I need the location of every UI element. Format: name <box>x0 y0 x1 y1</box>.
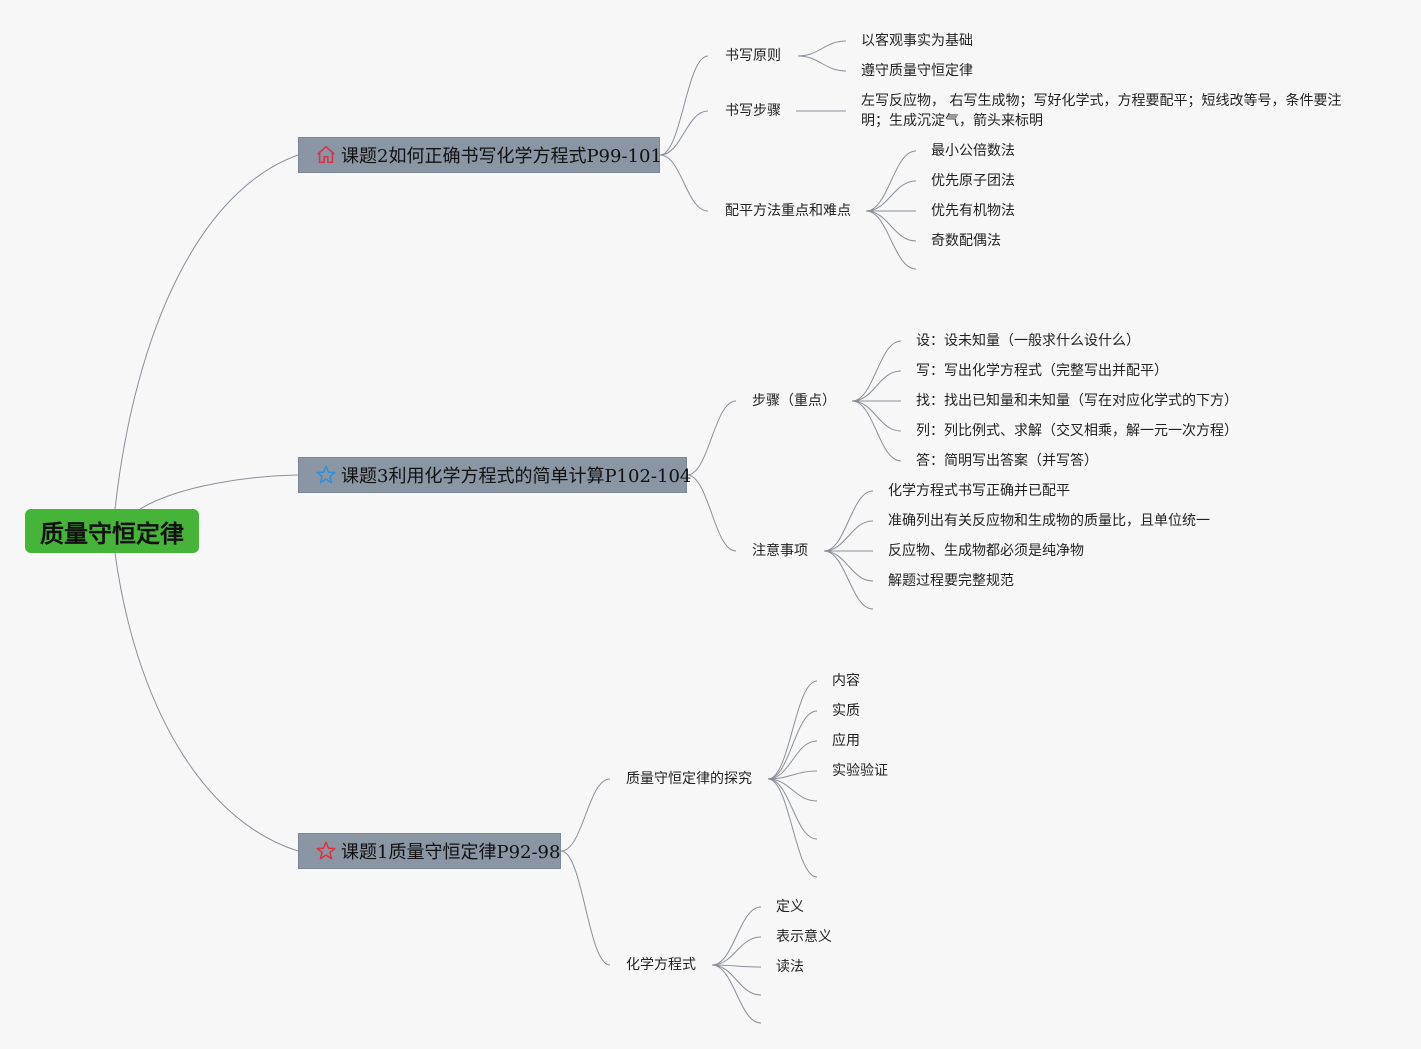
leaf-node[interactable]: 列：列比例式、求解（交叉相乘，解一元一次方程） <box>916 423 1238 439</box>
connector-line <box>767 778 818 802</box>
leaf-node[interactable]: 奇数配偶法 <box>931 233 1001 249</box>
branch-label: 课题3利用化学方程式的简单计算P102-104 <box>341 466 692 487</box>
leaf-node[interactable]: 写：写出化学方程式（完整写出并配平） <box>916 363 1168 379</box>
connector-line <box>767 778 818 878</box>
leaf-node[interactable]: 实验验证 <box>832 763 888 779</box>
leaf-node[interactable]: 内容 <box>832 673 860 689</box>
leaf-node[interactable]: 解题过程要完整规范 <box>888 573 1014 589</box>
connector-line <box>711 964 762 1024</box>
star-icon <box>316 465 336 484</box>
connector-line <box>851 370 902 402</box>
connector-line <box>865 180 917 212</box>
connector-line <box>659 110 709 156</box>
connector-line <box>767 770 818 780</box>
leaf-node[interactable]: 遵守质量守恒定律 <box>861 63 973 79</box>
subtopic-node[interactable]: 化学方程式 <box>626 957 696 973</box>
connector-line <box>711 906 762 966</box>
leaf-node[interactable]: 设：设未知量（一般求什么设什么） <box>916 333 1140 349</box>
connector-line <box>711 964 762 968</box>
connector-line <box>767 740 818 780</box>
subtopic-node[interactable]: 质量守恒定律的探究 <box>626 771 752 787</box>
branch-node-lesson3[interactable]: 课题3利用化学方程式的简单计算P102-104 <box>298 457 691 493</box>
connector-line <box>823 550 874 582</box>
root-connector-line <box>114 552 299 852</box>
leaf-node[interactable]: 答：简明写出答案（并写答） <box>916 453 1098 469</box>
subtopic-node[interactable]: 注意事项 <box>752 543 808 559</box>
connector-line <box>560 850 611 966</box>
leaf-node[interactable]: 表示意义 <box>776 929 832 945</box>
connector-line <box>865 150 917 212</box>
star-icon <box>316 841 336 860</box>
subtopic-node[interactable]: 步骤（重点） <box>752 393 836 409</box>
branch-label: 课题1质量守恒定律P92-98 <box>341 842 561 863</box>
subtopic-node[interactable]: 书写原则 <box>725 48 781 64</box>
leaf-node[interactable]: 最小公倍数法 <box>931 143 1015 159</box>
root-connector-line <box>114 154 299 510</box>
root-connector-line <box>139 474 299 510</box>
connector-line <box>711 964 762 996</box>
leaf-node[interactable]: 读法 <box>776 959 804 975</box>
branch-node-lesson1[interactable]: 课题1质量守恒定律P92-98 <box>298 833 561 869</box>
leaf-node[interactable]: 左写反应物， 右写生成物；写好化学式，方程要配平；短线改等号，条件要注明；生成沉… <box>861 93 1342 129</box>
connector-line <box>865 210 917 242</box>
connector-line <box>659 55 709 156</box>
connector-line <box>823 520 874 552</box>
connector-line <box>767 778 818 840</box>
subtopic-node[interactable]: 书写步骤 <box>725 103 781 119</box>
leaf-node[interactable]: 找：找出已知量和未知量（写在对应化学式的下方） <box>916 393 1238 409</box>
connector-line <box>823 550 874 610</box>
connector-line <box>686 474 737 552</box>
home-icon <box>317 145 335 164</box>
connector-line <box>851 340 902 402</box>
connector-line <box>865 210 917 270</box>
root-node[interactable]: 质量守恒定律 <box>25 509 199 553</box>
leaf-node[interactable]: 反应物、生成物都必须是纯净物 <box>888 543 1084 559</box>
leaf-node[interactable]: 实质 <box>832 703 860 719</box>
connector-line <box>851 400 902 462</box>
leaf-node[interactable]: 应用 <box>832 733 860 749</box>
connector-line <box>560 778 611 852</box>
branch-node-lesson2[interactable]: 课题2如何正确书写化学方程式P99-101 <box>298 137 662 173</box>
connector-line <box>767 710 818 780</box>
connector-line <box>797 55 847 72</box>
leaf-node[interactable]: 优先原子团法 <box>931 173 1015 189</box>
connector-line <box>851 400 902 432</box>
leaf-node[interactable]: 以客观事实为基础 <box>861 33 973 49</box>
leaf-node[interactable]: 化学方程式书写正确并已配平 <box>888 483 1070 499</box>
connector-line <box>767 680 818 780</box>
connector-line <box>711 936 762 966</box>
connector-line <box>797 40 847 57</box>
branch-label: 课题2如何正确书写化学方程式P99-101 <box>341 146 662 167</box>
leaf-node[interactable]: 准确列出有关反应物和生成物的质量比，且单位统一 <box>888 513 1210 529</box>
connector-line <box>686 400 737 476</box>
leaf-node[interactable]: 优先有机物法 <box>931 203 1015 219</box>
leaf-node[interactable]: 定义 <box>776 899 804 915</box>
connector-line <box>659 154 709 212</box>
subtopic-node[interactable]: 配平方法重点和难点 <box>725 203 851 219</box>
connector-line <box>823 490 874 552</box>
